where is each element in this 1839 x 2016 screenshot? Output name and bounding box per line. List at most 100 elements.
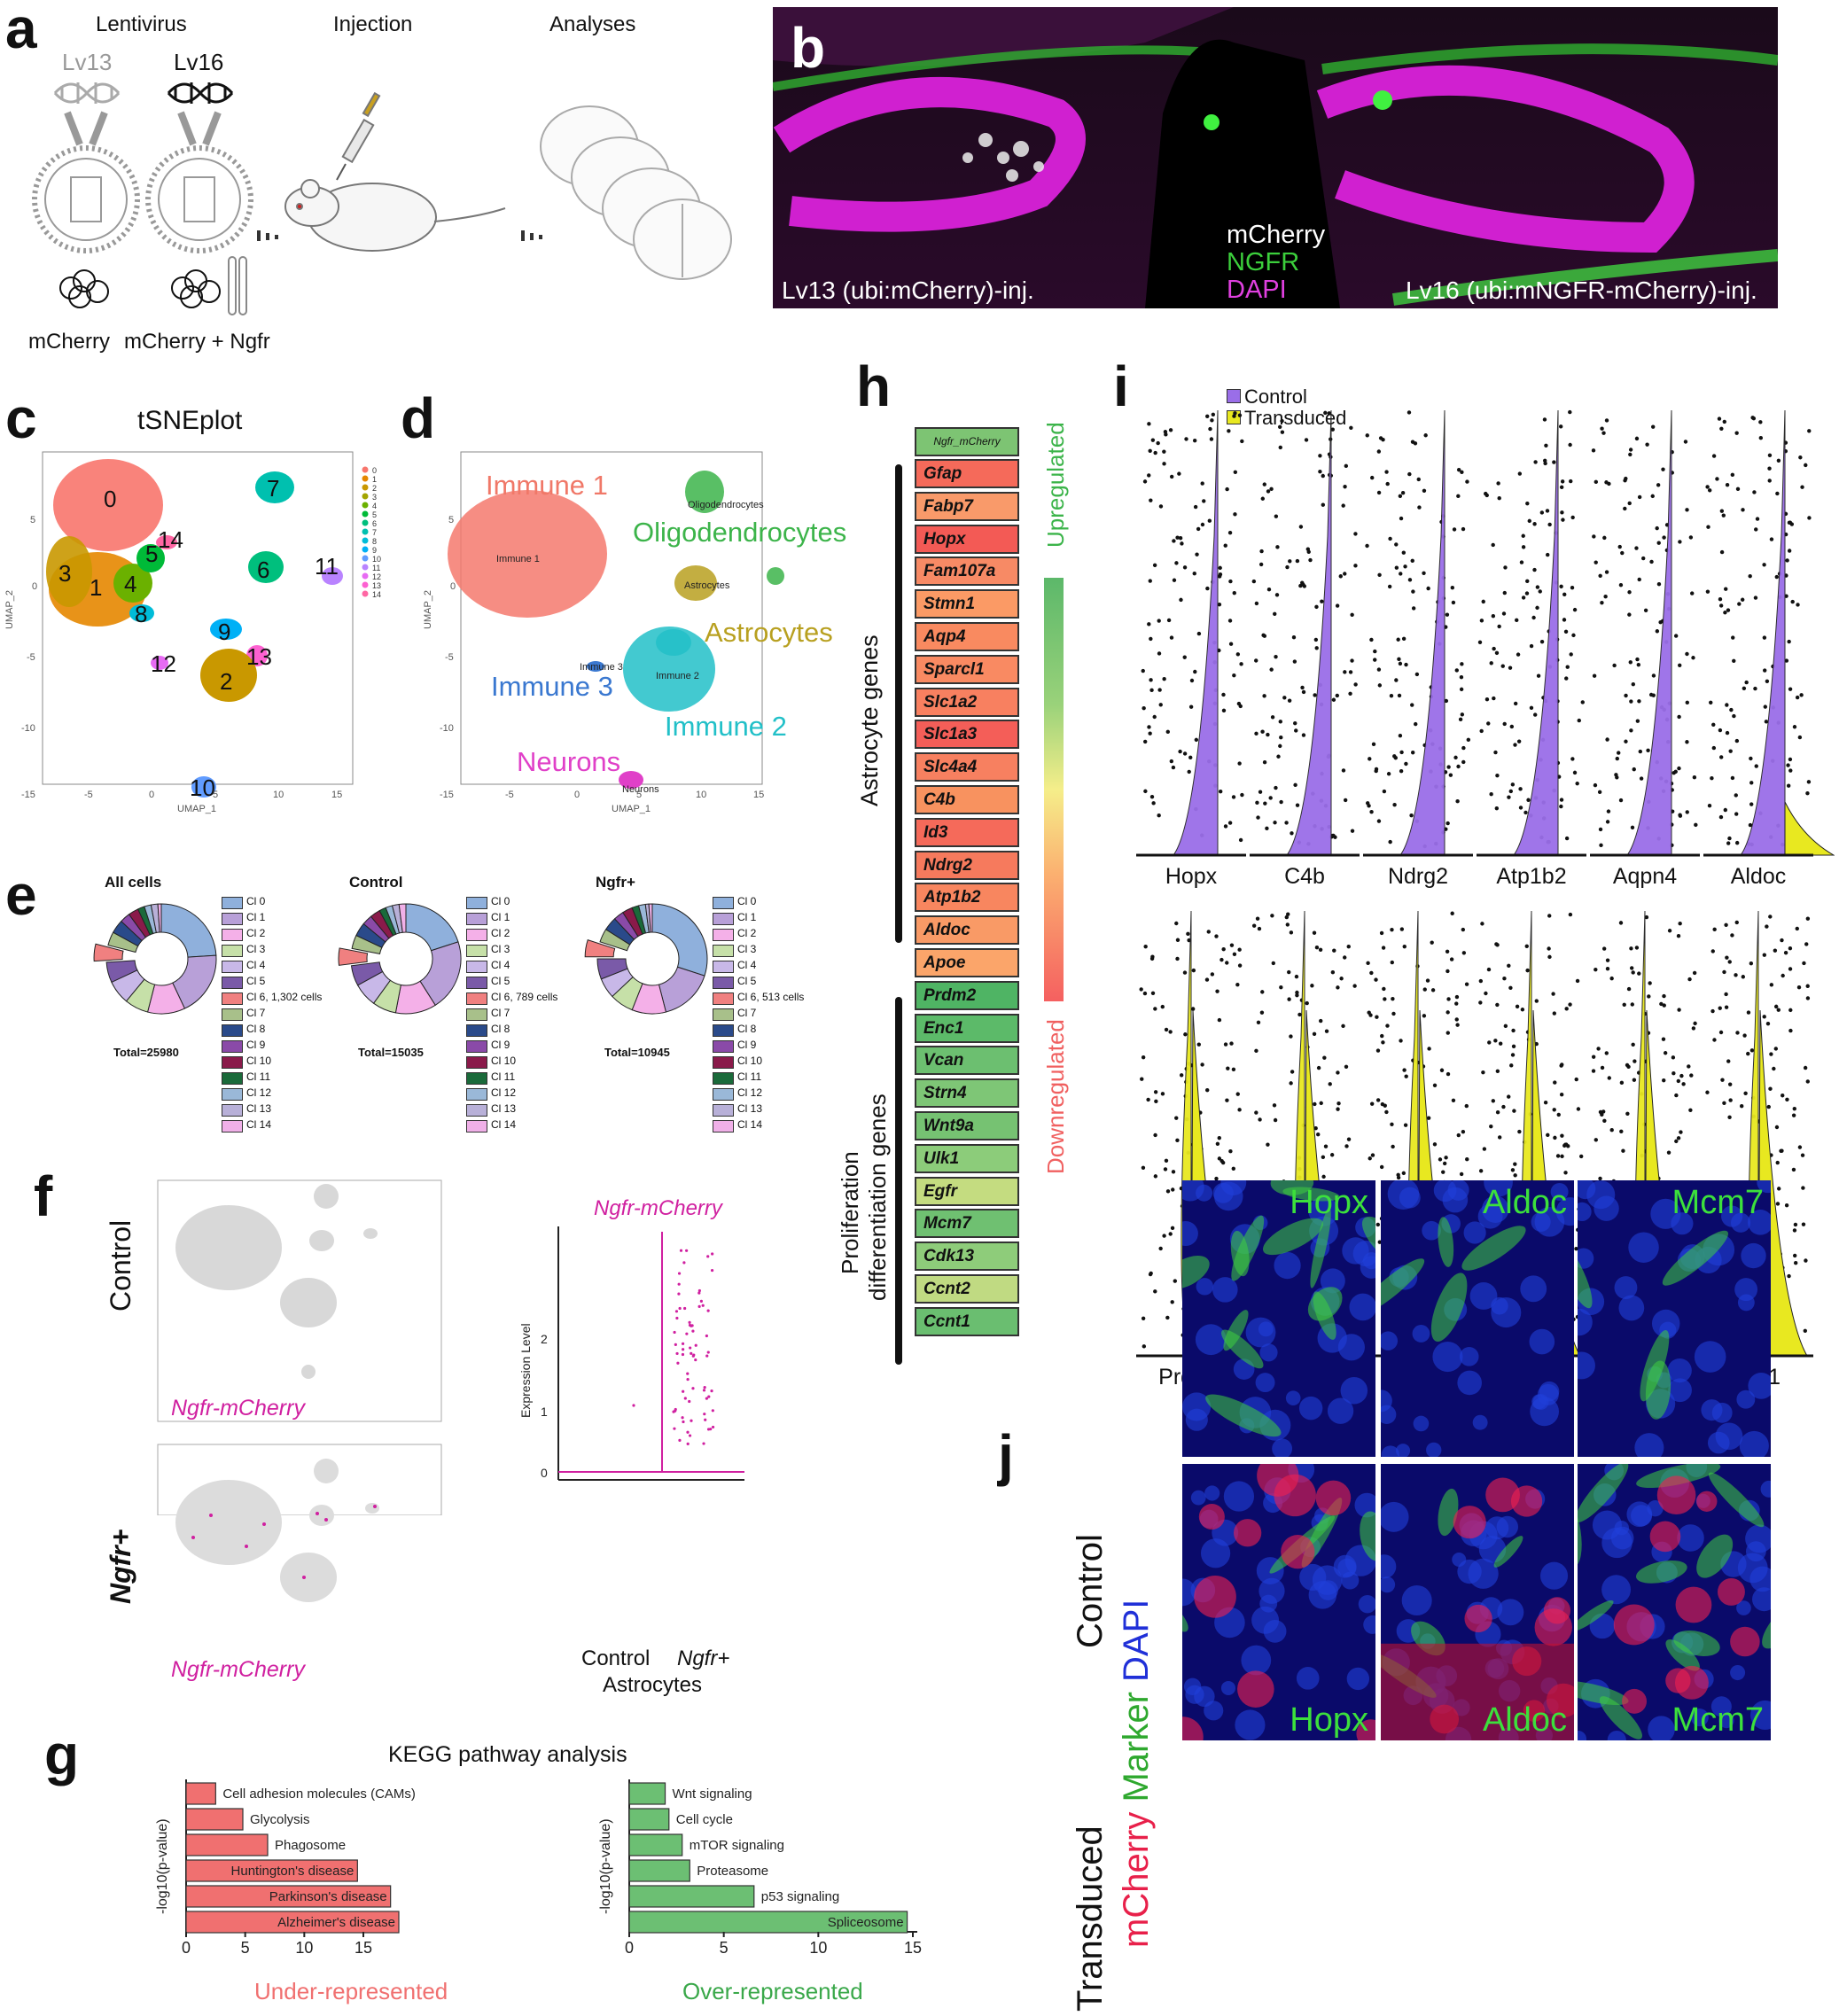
expression-point (673, 1427, 676, 1430)
cell-point (1688, 1108, 1693, 1112)
cell-point (1158, 1246, 1163, 1251)
cell-point (1741, 508, 1745, 512)
panel-d-ylabel: UMAP_2 (423, 590, 433, 629)
cell-point (1577, 718, 1581, 723)
cell-point (1289, 1034, 1293, 1039)
expression-point (690, 1351, 693, 1355)
legend-item: Cl 9 (246, 1039, 266, 1051)
cell-point (1596, 1047, 1601, 1051)
cell-point (1718, 814, 1724, 820)
expression-point (683, 1306, 687, 1311)
legend-text-13: 13 (372, 581, 381, 590)
cell-point (1399, 750, 1404, 755)
cell-point (1369, 1101, 1375, 1106)
legend-item: Cl 8 (491, 1023, 510, 1035)
cell-point (1141, 1055, 1146, 1060)
heatmap-gene-apoe: Apoe (915, 948, 1019, 977)
cell-point (1600, 600, 1604, 605)
cell-point (1331, 833, 1336, 838)
cell-point (1258, 1117, 1262, 1122)
panel-f-x-control: Control (581, 1646, 651, 1670)
legend-item: Cl 1 (737, 911, 757, 923)
cell-point (1410, 558, 1414, 564)
cell-point (1178, 536, 1183, 541)
cell-point (1153, 1289, 1157, 1294)
heatmap-gene-ccnt2: Ccnt2 (915, 1274, 1019, 1304)
panel-d-umap: Oligodendrocytes Astrocytes Immune 1 Imm… (423, 451, 784, 814)
cell-point (1637, 699, 1641, 704)
legend-dot-9 (362, 546, 369, 553)
cell-point (1705, 1090, 1710, 1094)
cell-point (1793, 1222, 1798, 1227)
cell-point (1179, 597, 1183, 603)
cell-point (1518, 806, 1523, 810)
expression-point (674, 1310, 679, 1313)
cell-point (1615, 756, 1619, 761)
cell-point (1380, 1033, 1384, 1039)
cell-point (1158, 703, 1163, 707)
cell-point (1314, 946, 1320, 950)
cell-point (1318, 470, 1322, 474)
cell-point (1312, 930, 1317, 935)
cell-point (1765, 679, 1770, 684)
cell-point (1559, 1093, 1564, 1097)
cell-point (1552, 1108, 1556, 1112)
cell-point (1495, 1069, 1500, 1074)
cell-point (1735, 1031, 1740, 1035)
dna-icon-lv16 (167, 82, 234, 104)
cell-point (1287, 969, 1291, 975)
cell-point (1502, 590, 1507, 595)
cell-point (1800, 485, 1804, 489)
cell-point (1274, 785, 1278, 790)
cell-point (1209, 437, 1214, 441)
cell-point (1763, 704, 1768, 709)
cell-point (1606, 809, 1611, 813)
cell-point (1694, 822, 1698, 828)
cell-point (1251, 579, 1257, 584)
cell-point (1164, 1158, 1169, 1163)
cluster-label-14: 14 (158, 526, 183, 553)
cell-point (1685, 700, 1689, 705)
cluster-label-11: 11 (315, 553, 339, 580)
expression-point (691, 1329, 695, 1333)
cell-point (1341, 503, 1345, 508)
cell-point (1681, 1082, 1686, 1086)
cell-point (1162, 449, 1166, 454)
cell-point (1785, 558, 1789, 563)
cell-point (1493, 750, 1498, 755)
cell-point (1407, 578, 1413, 582)
cell-point (1321, 1155, 1326, 1160)
cell-point (1168, 1232, 1173, 1236)
cell-point (1662, 1078, 1666, 1083)
micrograph-image (1578, 1464, 1771, 1740)
cell-point (1214, 934, 1219, 938)
cell-point (1323, 1144, 1329, 1148)
marker-label: Mcm7 (1671, 1184, 1764, 1221)
legend-swatch (222, 913, 243, 925)
cell-point (1516, 652, 1521, 657)
cell-point (1404, 662, 1408, 667)
cell-point (1461, 951, 1467, 955)
cell-point (1294, 728, 1298, 733)
cell-point (1635, 657, 1640, 662)
cell-point (1748, 822, 1753, 828)
cell-point (1799, 693, 1804, 697)
cell-point (1413, 441, 1418, 446)
legend-item: Cl 14 (491, 1118, 517, 1131)
cell-point (1655, 629, 1660, 634)
cell-point (1339, 977, 1344, 981)
cell-point (1805, 1079, 1810, 1084)
cell-point (1153, 1090, 1158, 1094)
cell-point (1804, 1258, 1808, 1263)
cell-point (1386, 772, 1391, 776)
cell-point (1797, 1145, 1803, 1149)
cell-point (1481, 1070, 1485, 1075)
donut-slice-cl-14 (157, 903, 162, 933)
cell-point (1637, 971, 1641, 976)
celltype-label-oligodendrocytes: Oligodendrocytes (633, 517, 847, 548)
cell-point (1659, 1001, 1664, 1007)
cell-point (1394, 542, 1399, 547)
cell-point (1453, 755, 1458, 760)
cell-point (1727, 1115, 1732, 1119)
cell-point (1321, 502, 1326, 507)
